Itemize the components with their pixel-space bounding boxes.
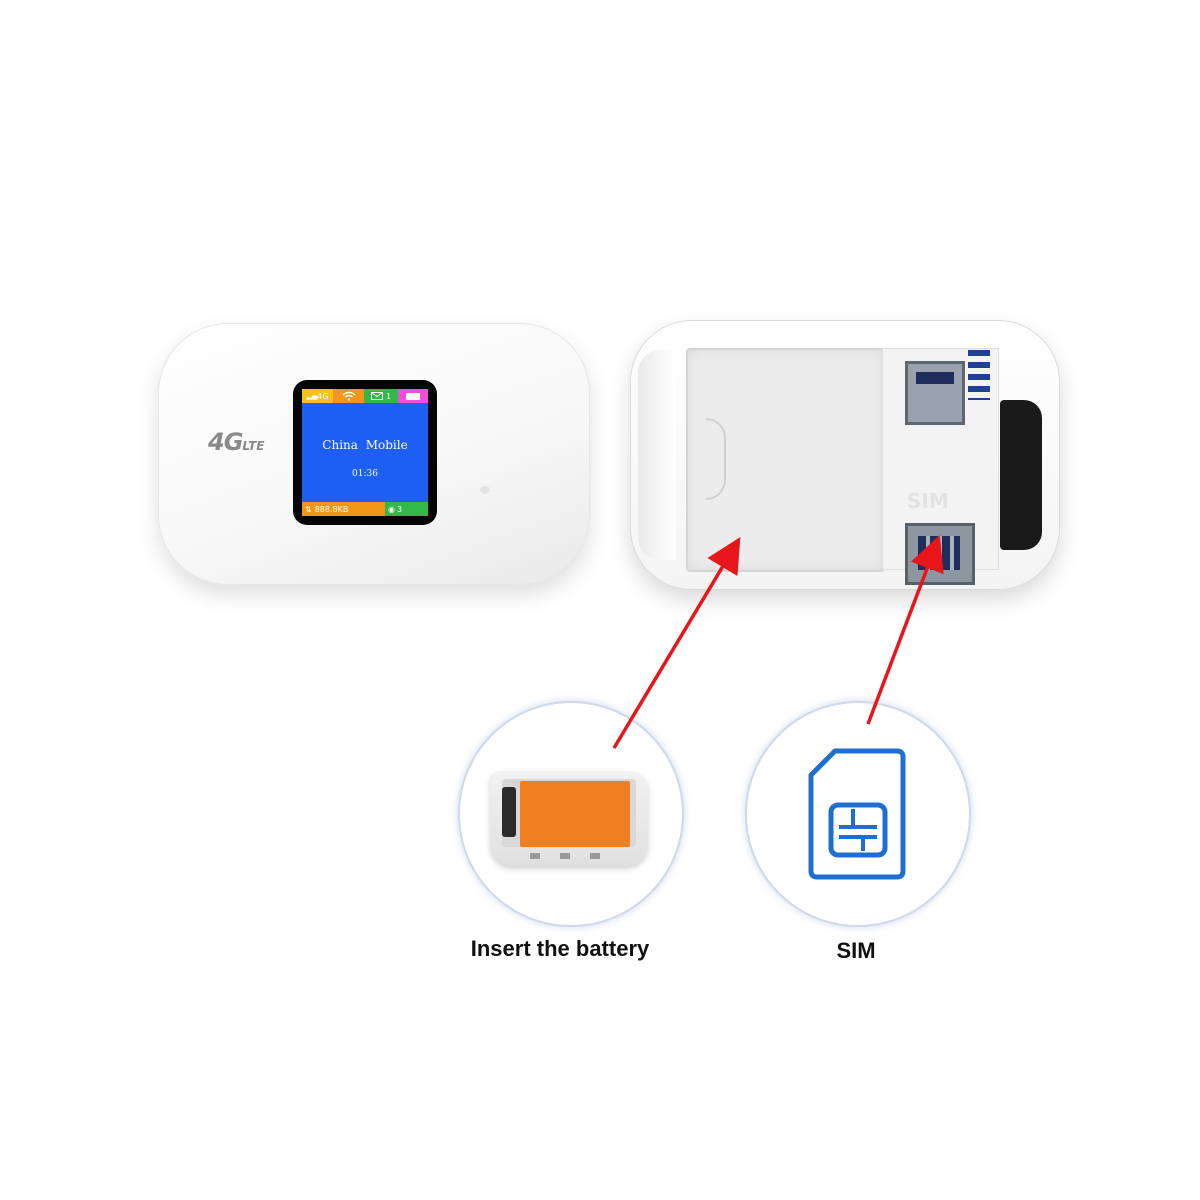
sim-card-icon: [805, 747, 909, 881]
router-back-view: SIM: [630, 320, 1060, 590]
battery-callout-circle: [458, 701, 684, 927]
battery-caption: Insert the battery: [470, 936, 650, 961]
sim-callout-circle: [745, 701, 971, 927]
message-icon: 1: [364, 389, 398, 403]
router-front-view: 4GLTE ▂▄4G 1 China Mobile 01:36: [158, 323, 590, 585]
left-casing: [638, 350, 676, 560]
tf-card-slot: [905, 361, 965, 425]
screen-status-bar: ▂▄4G 1: [302, 389, 428, 403]
pcb-contacts: [968, 350, 990, 400]
right-casing: [1000, 400, 1042, 550]
lcd-screen: ▂▄4G 1 China Mobile 01:36 ⇅ 888.8KB: [302, 389, 428, 516]
carrier-name: China Mobile: [322, 438, 408, 452]
indicator-led: [480, 486, 490, 494]
battery-icon: [398, 389, 428, 403]
data-usage: ⇅ 888.8KB: [302, 502, 385, 516]
signal-icon: ▂▄4G: [302, 389, 333, 403]
screen-bezel: ▂▄4G 1 China Mobile 01:36 ⇅ 888.8KB: [293, 380, 437, 525]
sim-caption: SIM: [836, 938, 876, 963]
sim-embossed-label: SIM: [907, 489, 949, 513]
sim-card-slot: [905, 523, 975, 585]
battery-notch: [706, 418, 726, 500]
data-arrows-icon: ⇅: [305, 504, 312, 514]
brand-logo: 4GLTE: [208, 428, 265, 456]
battery-compartment: [686, 348, 885, 572]
wifi-icon: [333, 389, 364, 403]
connected-users: ◉ 3: [385, 502, 428, 516]
battery-pack: [520, 781, 630, 847]
screen-bottom-bar: ⇅ 888.8KB ◉ 3: [302, 502, 428, 516]
battery-thumbnail: [490, 771, 648, 866]
user-icon: ◉: [388, 504, 395, 514]
clock-time: 01:36: [352, 469, 378, 479]
